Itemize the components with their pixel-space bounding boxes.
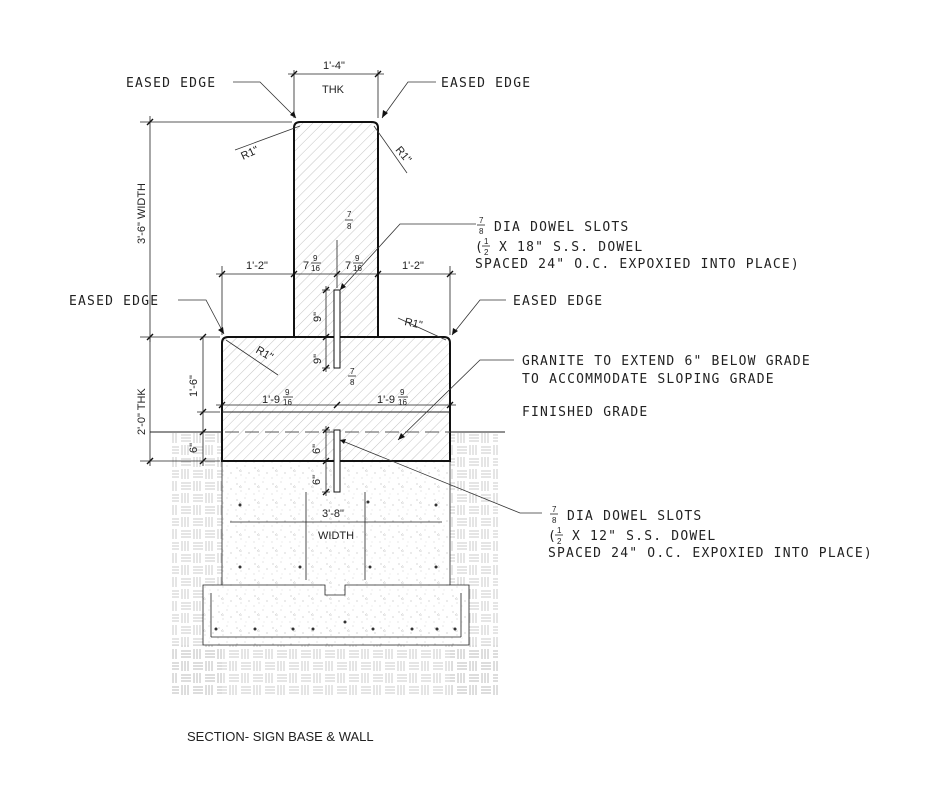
half-left-whole: 7 [303, 260, 309, 272]
dowel-lower-line2: X 12" S.S. DOWEL [572, 529, 716, 544]
slot-upper-den: 8 [347, 222, 352, 231]
dowel-lower-paren: ( [548, 529, 557, 544]
granite-note-line1: GRANITE TO EXTEND 6" BELOW GRADE [522, 354, 811, 369]
dowel-lower-frac-den: 8 [552, 516, 557, 525]
footing-width-value: 3'-8" [322, 508, 344, 520]
dowel-upper-paren-den: 2 [484, 248, 489, 257]
dowel-lower-paren-den: 2 [557, 537, 562, 546]
base-upper-dimension: 1'-6" [188, 375, 200, 397]
base-half-right-whole: 1'-9 [377, 394, 395, 406]
footing-width-label: WIDTH [318, 530, 354, 542]
dowel-lower-frac-num: 7 [552, 505, 557, 514]
drawing-title: SECTION- SIGN BASE & WALL [187, 729, 374, 744]
dimension-lines [140, 70, 456, 496]
dowel-upper-line3: SPACED 24" O.C. EXPOXIED INTO PLACE) [475, 257, 800, 272]
leader-lines [178, 81, 542, 514]
offset-right-dimension: 1'-2" [402, 260, 424, 272]
slot-mid-num: 7 [350, 367, 355, 376]
slot-depth-upper: 9" [312, 312, 324, 322]
base-lower-dimension: 6" [188, 443, 200, 453]
granite-wall [293, 121, 379, 338]
dowel-upper-line1: DIA DOWEL SLOTS [494, 220, 629, 235]
base-thk-dimension: 2'-0" THK [136, 388, 148, 435]
wall-thk-label: THK [322, 84, 345, 96]
eased-edge-mid-right: EASED EDGE [513, 294, 603, 309]
base-half-left-num: 9 [285, 388, 290, 397]
half-right-whole: 7 [345, 260, 351, 272]
finished-grade-label: FINISHED GRADE [522, 405, 648, 420]
base-half-left-den: 16 [283, 398, 292, 407]
eased-edge-top-left: EASED EDGE [126, 76, 216, 91]
half-left-den: 16 [311, 264, 320, 273]
lower-slot-dim-b: 6" [311, 475, 323, 485]
callout-labels: EASED EDGE EASED EDGE EASED EDGE EASED E… [69, 76, 873, 561]
base-half-right-num: 9 [400, 388, 405, 397]
lower-slot-dim-a: 6" [311, 444, 323, 454]
radius-top-right: R1" [393, 144, 414, 166]
wall-thk-value: 1'-4" [323, 60, 345, 72]
dowel-upper-frac-den: 8 [479, 227, 484, 236]
soil-hatch [172, 432, 498, 697]
half-right-num: 9 [355, 254, 360, 263]
base-half-right-den: 16 [398, 398, 407, 407]
dowel-upper-paren: ( [475, 240, 484, 255]
half-right-den: 16 [353, 264, 362, 273]
dowel-upper-line2: X 18" S.S. DOWEL [499, 240, 643, 255]
slot-mid-den: 8 [350, 378, 355, 387]
radius-mid-right: R1" [403, 316, 423, 331]
dowel-lower-line3: SPACED 24" O.C. EXPOXIED INTO PLACE) [548, 546, 873, 561]
dowel-upper-paren-num: 1 [484, 237, 489, 246]
eased-edge-mid-left: EASED EDGE [69, 294, 159, 309]
offset-left-dimension: 1'-2" [246, 260, 268, 272]
half-left-num: 9 [313, 254, 318, 263]
eased-edge-top-right: EASED EDGE [441, 76, 531, 91]
slot-upper-num: 7 [347, 210, 352, 219]
dowel-slots [333, 289, 341, 493]
base-half-left-whole: 1'-9 [262, 394, 280, 406]
granite-note-line2: TO ACCOMMODATE SLOPING GRADE [522, 372, 775, 387]
dowel-upper-frac-num: 7 [479, 216, 484, 225]
dowel-lower-line1: DIA DOWEL SLOTS [567, 509, 702, 524]
wall-width-dimension: 3'-6" WIDTH [136, 183, 148, 244]
slot-depth-lower: 9" [312, 354, 324, 364]
dowel-lower-paren-num: 1 [557, 526, 562, 535]
